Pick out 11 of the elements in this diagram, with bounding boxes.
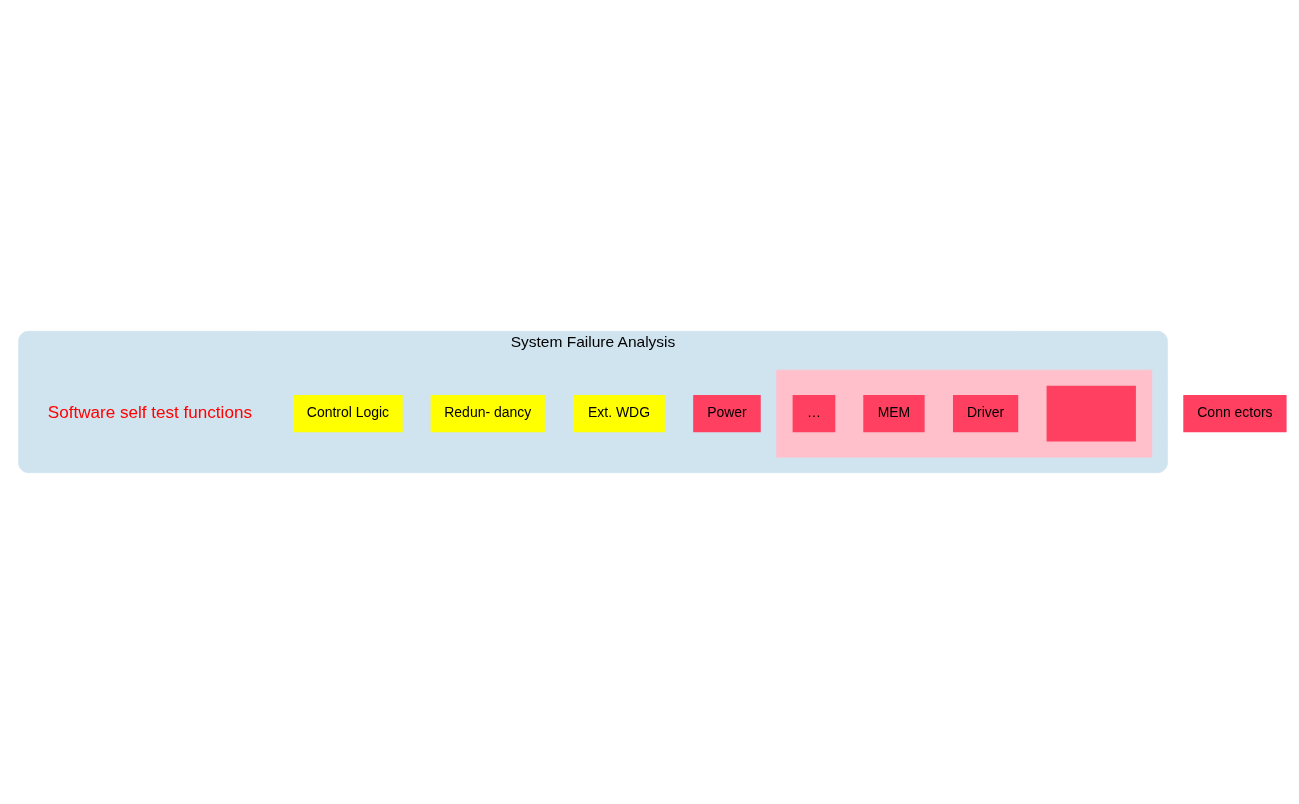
node-box: Redun- dancy	[430, 395, 545, 433]
node-box: MEM	[863, 395, 925, 433]
cluster	[776, 369, 1153, 458]
node-box: Driver	[953, 395, 1019, 433]
node-box: …	[792, 395, 836, 433]
node-box: Power	[693, 395, 761, 433]
label: Software self test functions	[47, 403, 252, 422]
node-box	[1046, 385, 1136, 442]
node-box: Ext. WDG	[573, 395, 665, 433]
node-box: Control Logic	[293, 395, 403, 433]
node-box: Conn ectors	[1183, 395, 1287, 433]
